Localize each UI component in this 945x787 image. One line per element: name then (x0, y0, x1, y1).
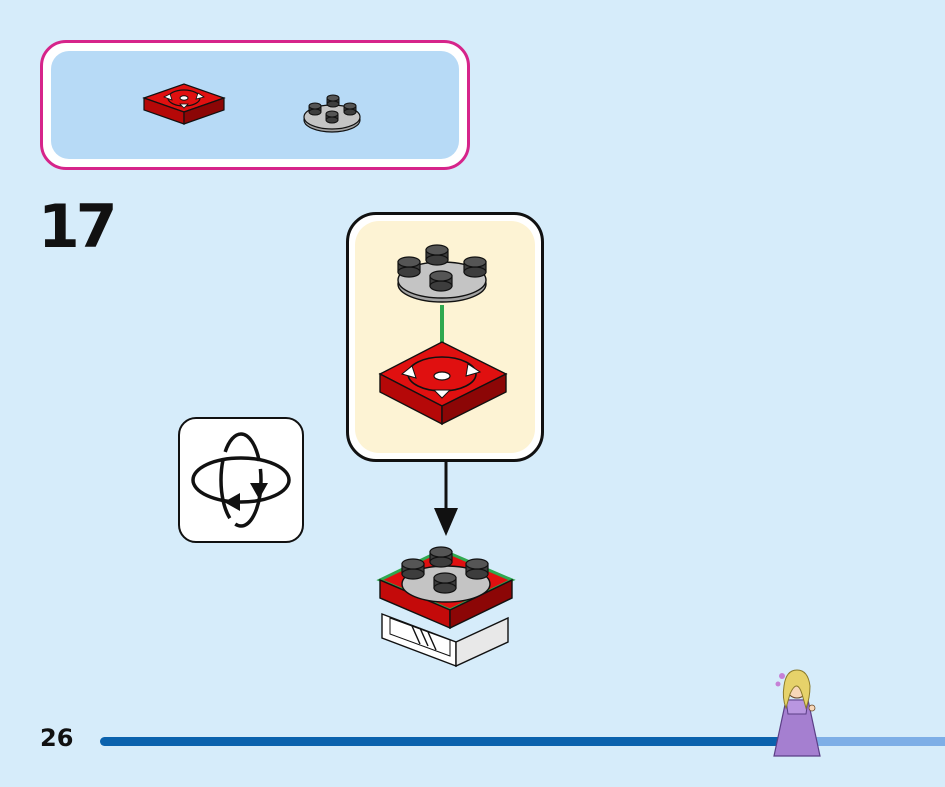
page-progress-bar (100, 737, 790, 746)
parts-list-inner (51, 51, 459, 159)
rotate-model-icon (191, 432, 291, 528)
page-progress-bar-remaining (790, 737, 945, 746)
down-arrow-icon (434, 462, 458, 536)
page-number: 26 (40, 724, 74, 752)
red-turntable-base-icon (142, 83, 226, 125)
gray-round-plate-icon (303, 94, 361, 133)
princess-minifigure-icon (773, 669, 821, 757)
red-turntable-base-icon (378, 341, 508, 426)
rotate-model-box (178, 417, 304, 543)
gray-round-plate-icon (397, 244, 487, 303)
step-number: 17 (38, 192, 117, 262)
parts-list-box (40, 40, 470, 170)
assembled-model-icon (376, 546, 516, 668)
